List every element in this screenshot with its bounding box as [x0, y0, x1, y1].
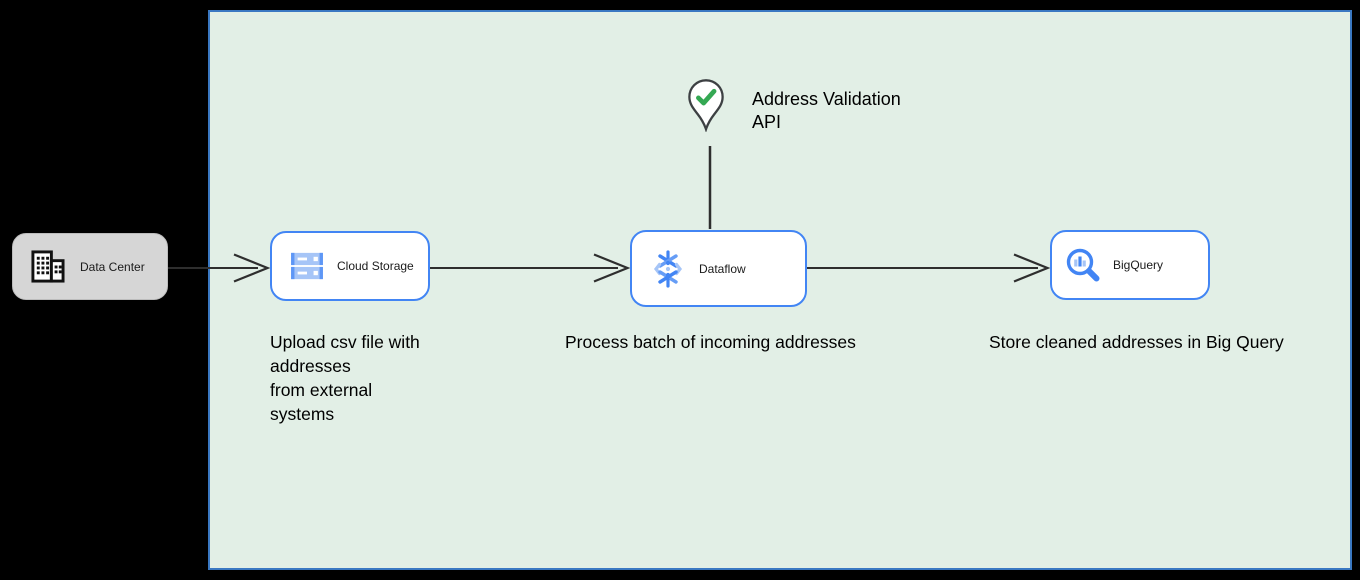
address-validation-label: Address Validation API	[752, 89, 901, 132]
cloud-storage-icon	[290, 251, 324, 281]
node-label: BigQuery	[1113, 258, 1164, 272]
dataflow-icon	[648, 249, 688, 289]
building-icon	[29, 249, 66, 284]
node-label: Cloud Storage	[337, 259, 414, 273]
node-label: Dataflow	[699, 261, 746, 276]
caption-bigquery: Store cleaned addresses in Big Query	[989, 332, 1284, 352]
caption-cloud-storage: Upload csv file with addresses from exte…	[270, 332, 420, 424]
node-label: Data Center	[80, 259, 145, 274]
location-pin-check-icon	[688, 79, 724, 133]
caption-dataflow: Process batch of incoming addresses	[565, 332, 856, 352]
node-bigquery[interactable]: BigQuery	[1050, 230, 1210, 300]
node-dataflow[interactable]: Dataflow	[630, 230, 807, 307]
node-cloud-storage[interactable]: Cloud Storage	[270, 231, 430, 301]
bigquery-icon	[1063, 245, 1103, 285]
node-data-center[interactable]: Data Center	[12, 233, 168, 300]
address-validation-pin[interactable]	[687, 78, 725, 133]
